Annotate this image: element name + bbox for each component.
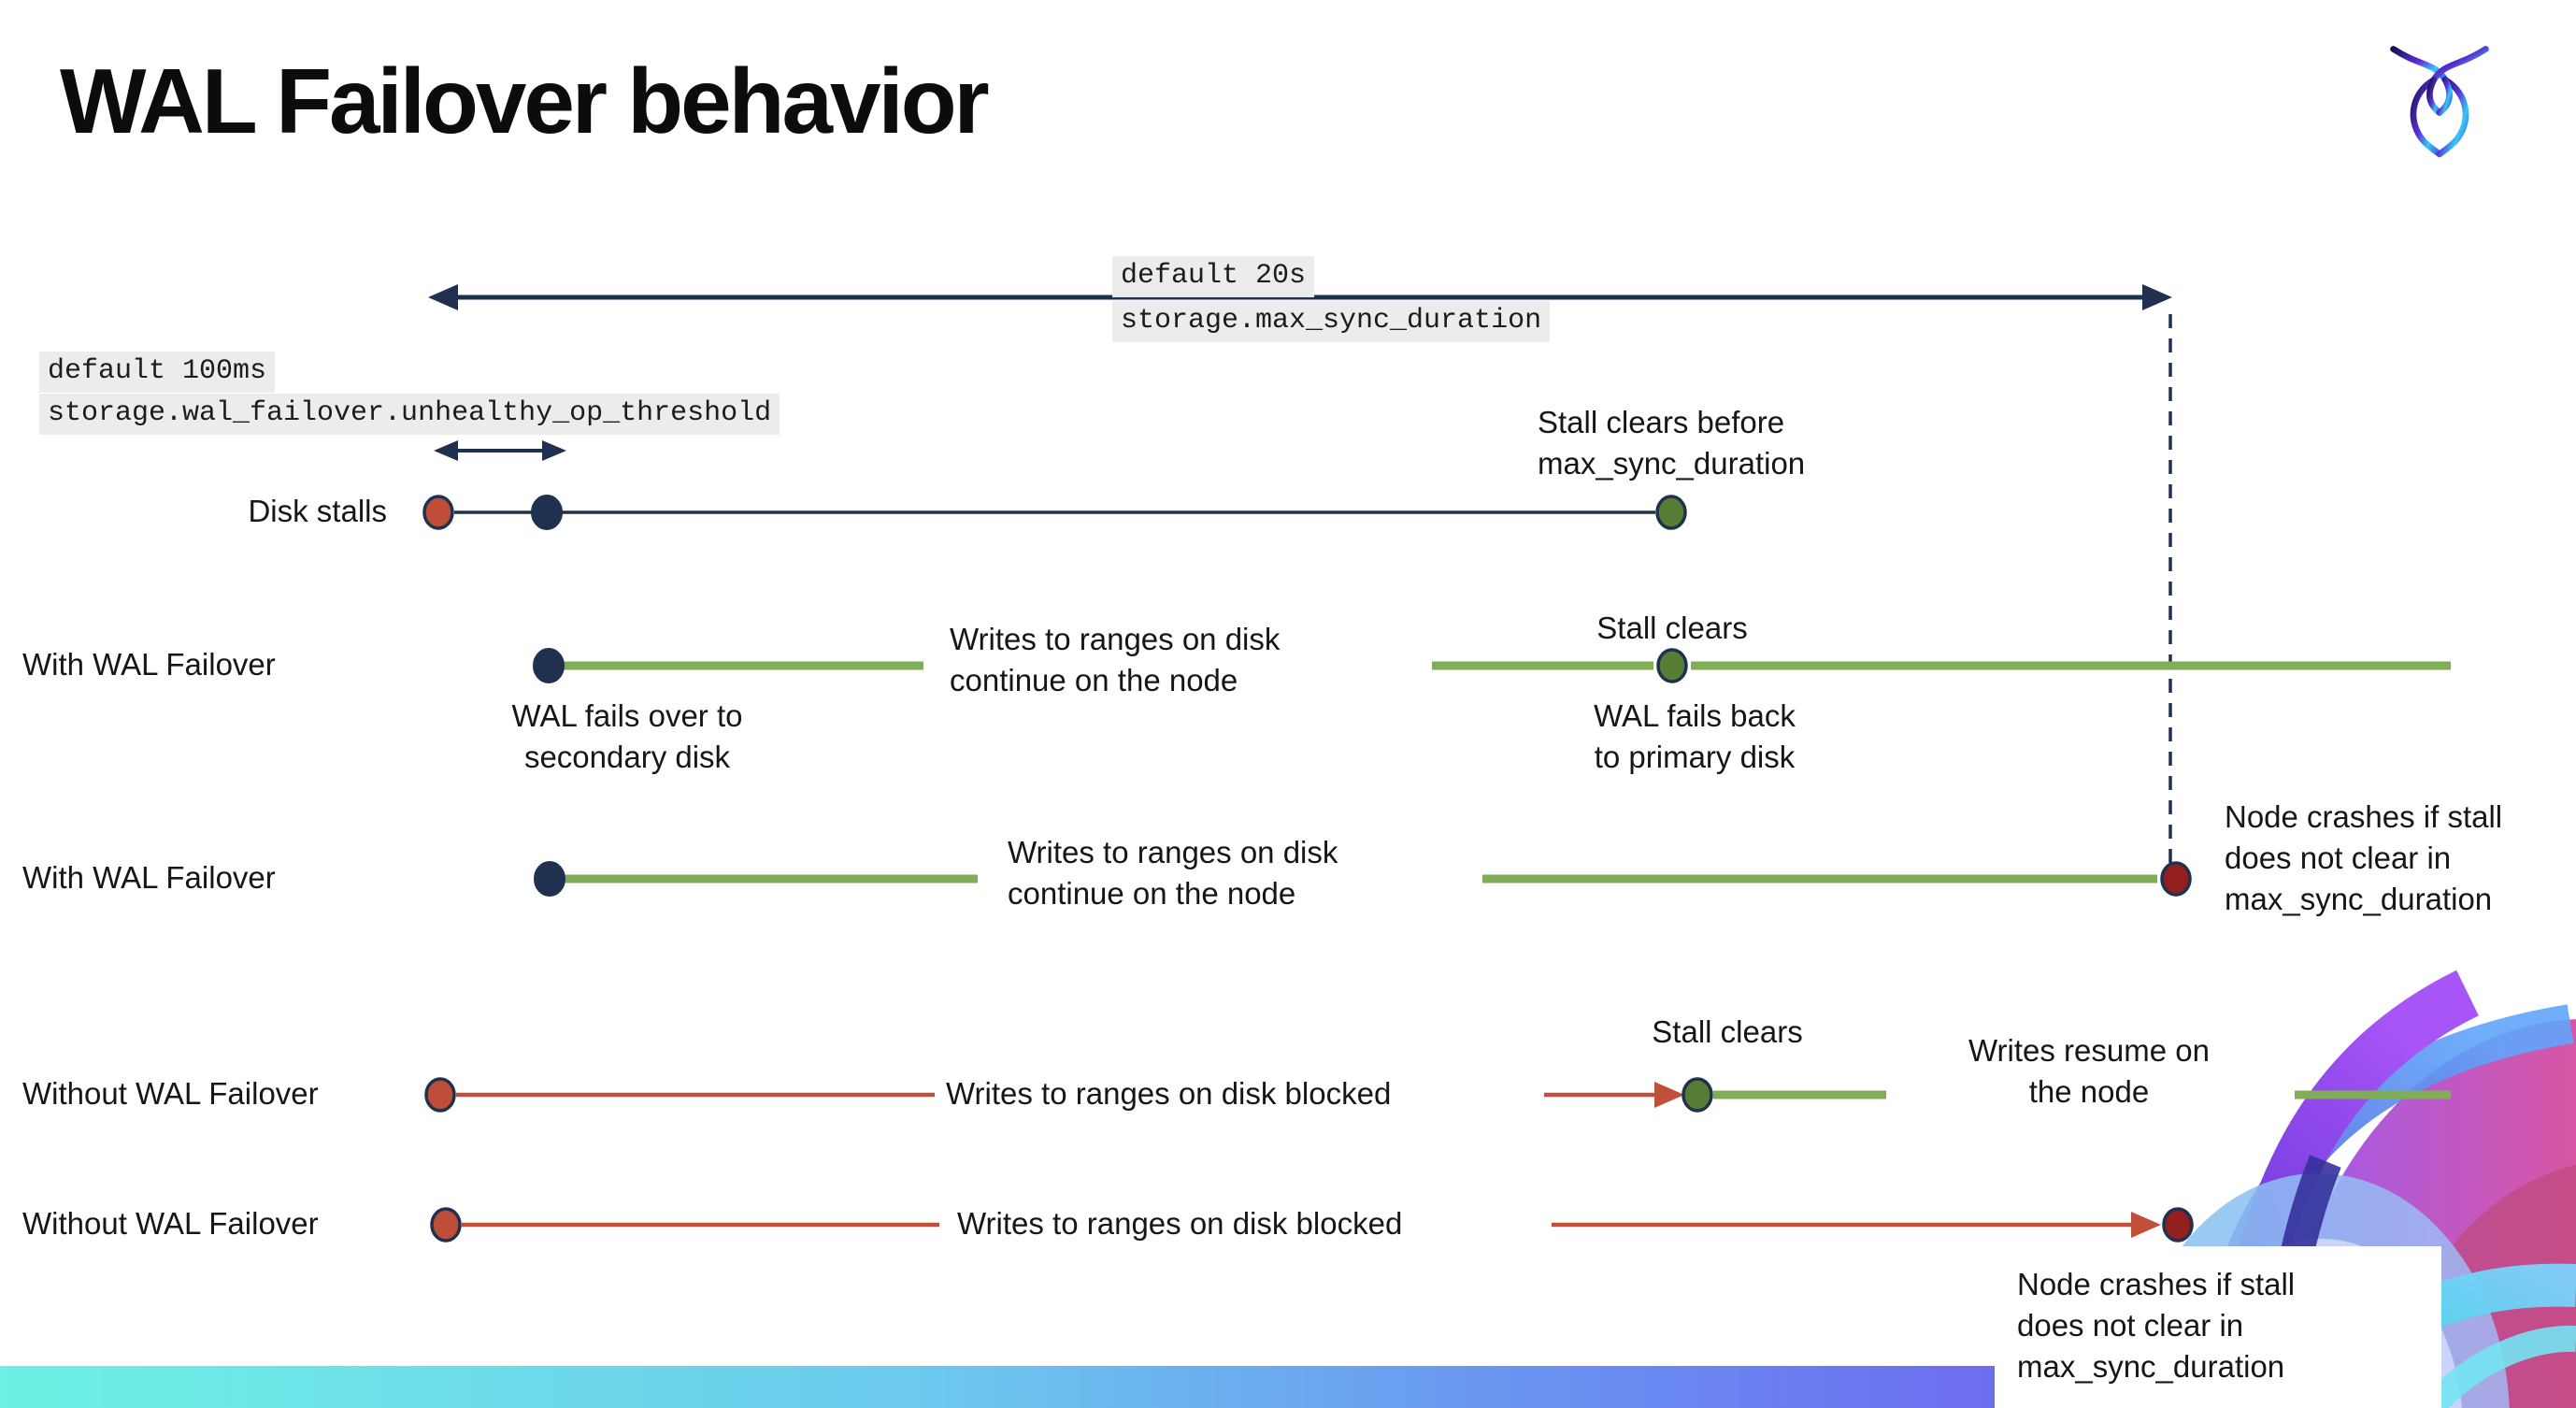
row-label-with-wal-failover-2: With WAL Failover (22, 860, 276, 896)
row-label-without-wal-failover-2: Without WAL Failover (22, 1206, 319, 1242)
without-wal-failover-track-2 (430, 1207, 2194, 1243)
max-sync-setting-chip: storage.max_sync_duration (1112, 301, 1551, 342)
red-arrowhead-icon (1654, 1082, 1684, 1108)
node-crash-dot (2160, 861, 2192, 897)
disk-stall-start-dot (422, 495, 454, 530)
annotation-wal-fails-over: WAL fails over to secondary disk (511, 698, 743, 775)
threshold-default-chip: default 100ms (39, 352, 276, 393)
annotation-writes-resume: Writes resume on the node (1968, 1033, 2210, 1110)
annotation-stall-clears-before: Stall clears before max_sync_duration (1538, 405, 1806, 481)
annotation-writes-blocked-2: Writes to ranges on disk blocked (957, 1206, 1403, 1242)
unhealthy-op-threshold-span-arrow (434, 440, 566, 461)
arrowhead-right-icon (542, 440, 566, 461)
stall-clears-dot (1656, 648, 1688, 683)
annotation-stall-clears-2: Stall clears (1652, 1014, 1803, 1049)
node-crash-dot (2162, 1207, 2194, 1243)
cockroachdb-logo-icon (2390, 46, 2489, 158)
row-label-with-wal-failover-1: With WAL Failover (22, 647, 276, 682)
annotation-node-crashes-1: Node crashes if stall does not clear in … (2225, 799, 2503, 917)
without-wal-failover-track-1 (424, 1077, 2451, 1113)
row-label-without-wal-failover-1: Without WAL Failover (22, 1076, 319, 1112)
annotation-writes-continue-1: Writes to ranges on disk continue on the… (950, 622, 1281, 698)
annotation-writes-continue-2: Writes to ranges on disk continue on the… (1008, 835, 1338, 912)
node-crashes-callout (1995, 1246, 2441, 1408)
failover-dot (533, 648, 565, 683)
max-sync-duration-span-arrow (428, 284, 2172, 310)
annotation-writes-blocked-1: Writes to ranges on disk blocked (946, 1076, 1392, 1112)
stall-clears-dot (1682, 1077, 1713, 1113)
with-wal-failover-track-1 (533, 648, 2451, 683)
red-arrowhead-icon (2131, 1212, 2161, 1238)
with-wal-failover-track-2 (534, 861, 2192, 897)
failover-dot (534, 861, 565, 897)
stall-clears-dot (1655, 495, 1687, 530)
arrowhead-right-icon (2142, 284, 2172, 310)
arrowhead-left-icon (434, 440, 458, 461)
threshold-setting-chip: storage.wal_failover.unhealthy_op_thresh… (39, 394, 780, 435)
page-title: WAL Failover behavior (60, 50, 990, 152)
annotation-stall-clears-1: Stall clears (1596, 611, 1748, 645)
row-label-disk-stalls: Disk stalls (248, 494, 387, 529)
annotation-node-crashes-2: Node crashes if stall does not clear in … (2017, 1267, 2296, 1385)
disk-stall-start-dot (430, 1207, 462, 1243)
max-sync-default-chip: default 20s (1112, 256, 1315, 297)
annotation-wal-fails-back: WAL fails back to primary disk (1594, 698, 1796, 775)
arrowhead-left-icon (428, 284, 458, 310)
disk-stalls-track (422, 495, 1687, 530)
disk-stall-start-dot (424, 1077, 456, 1113)
failover-threshold-dot (531, 495, 563, 530)
